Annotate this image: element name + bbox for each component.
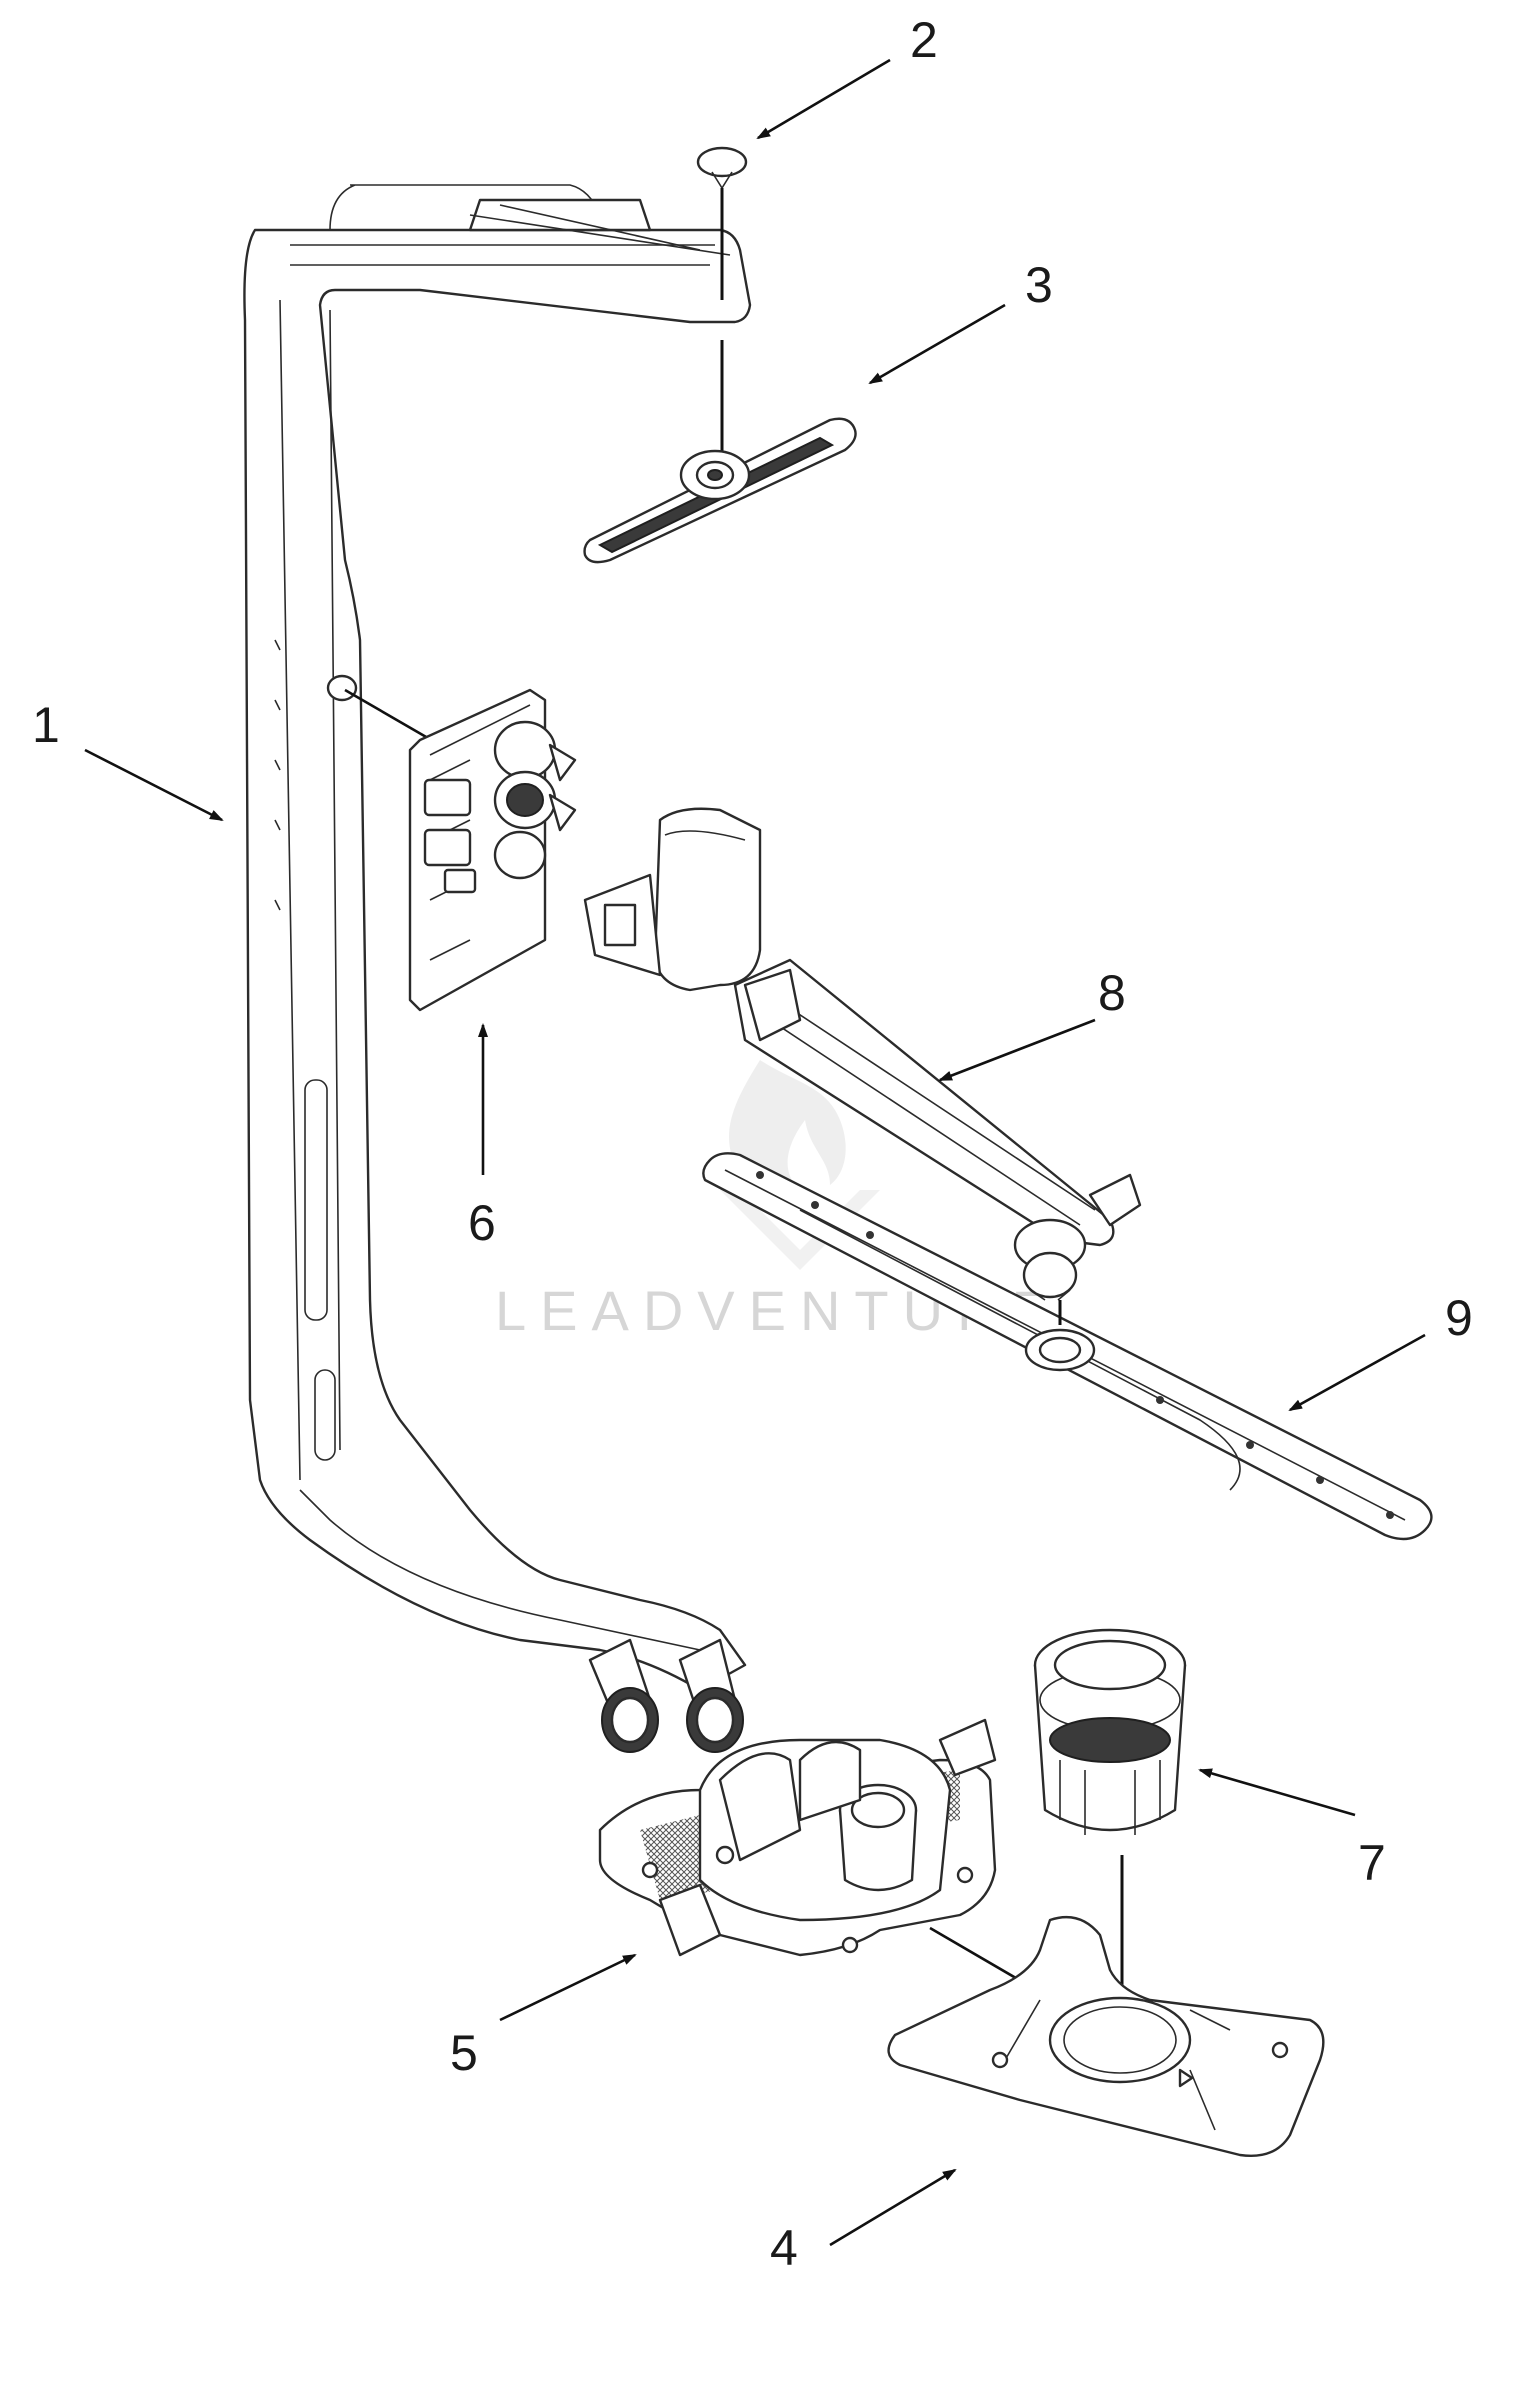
part-7-filter <box>1033 1628 1187 2080</box>
leader-5 <box>499 1953 637 2022</box>
hose-connector-left <box>588 1638 659 1753</box>
callout-3: 3 <box>1025 257 1053 313</box>
leader-7 <box>1198 1768 1356 1817</box>
part-5-sump-base <box>598 1718 1046 1997</box>
part-3-upper-spray-arm <box>583 417 857 564</box>
leader-1 <box>84 748 224 822</box>
hose-connector-right <box>678 1638 744 1753</box>
callout-5: 5 <box>450 2025 478 2081</box>
part-8-lower-arm-feed <box>583 807 1142 1301</box>
callout-4: 4 <box>770 2220 798 2276</box>
part-2-cap <box>696 146 748 460</box>
leader-4 <box>829 2168 957 2247</box>
part-4-base-plate <box>887 1915 1325 2157</box>
part-1-supply-tube <box>243 184 752 1753</box>
callout-1: 1 <box>32 697 60 753</box>
leader-3 <box>868 303 1006 385</box>
leader-2 <box>756 58 891 140</box>
leader-8 <box>938 1018 1096 1082</box>
leader-9 <box>1288 1333 1426 1412</box>
callout-7: 7 <box>1358 1835 1386 1891</box>
callout-9: 9 <box>1445 1290 1473 1346</box>
leader-arrows <box>84 58 1426 2247</box>
callout-8: 8 <box>1098 965 1126 1021</box>
callout-2: 2 <box>910 12 938 68</box>
callout-labels: 1 2 3 4 5 6 7 8 9 <box>32 12 1473 2276</box>
part-6-diverter-block <box>344 688 577 1012</box>
part-9-lower-spray-arm <box>702 1152 1433 1541</box>
callout-6: 6 <box>468 1195 496 1251</box>
